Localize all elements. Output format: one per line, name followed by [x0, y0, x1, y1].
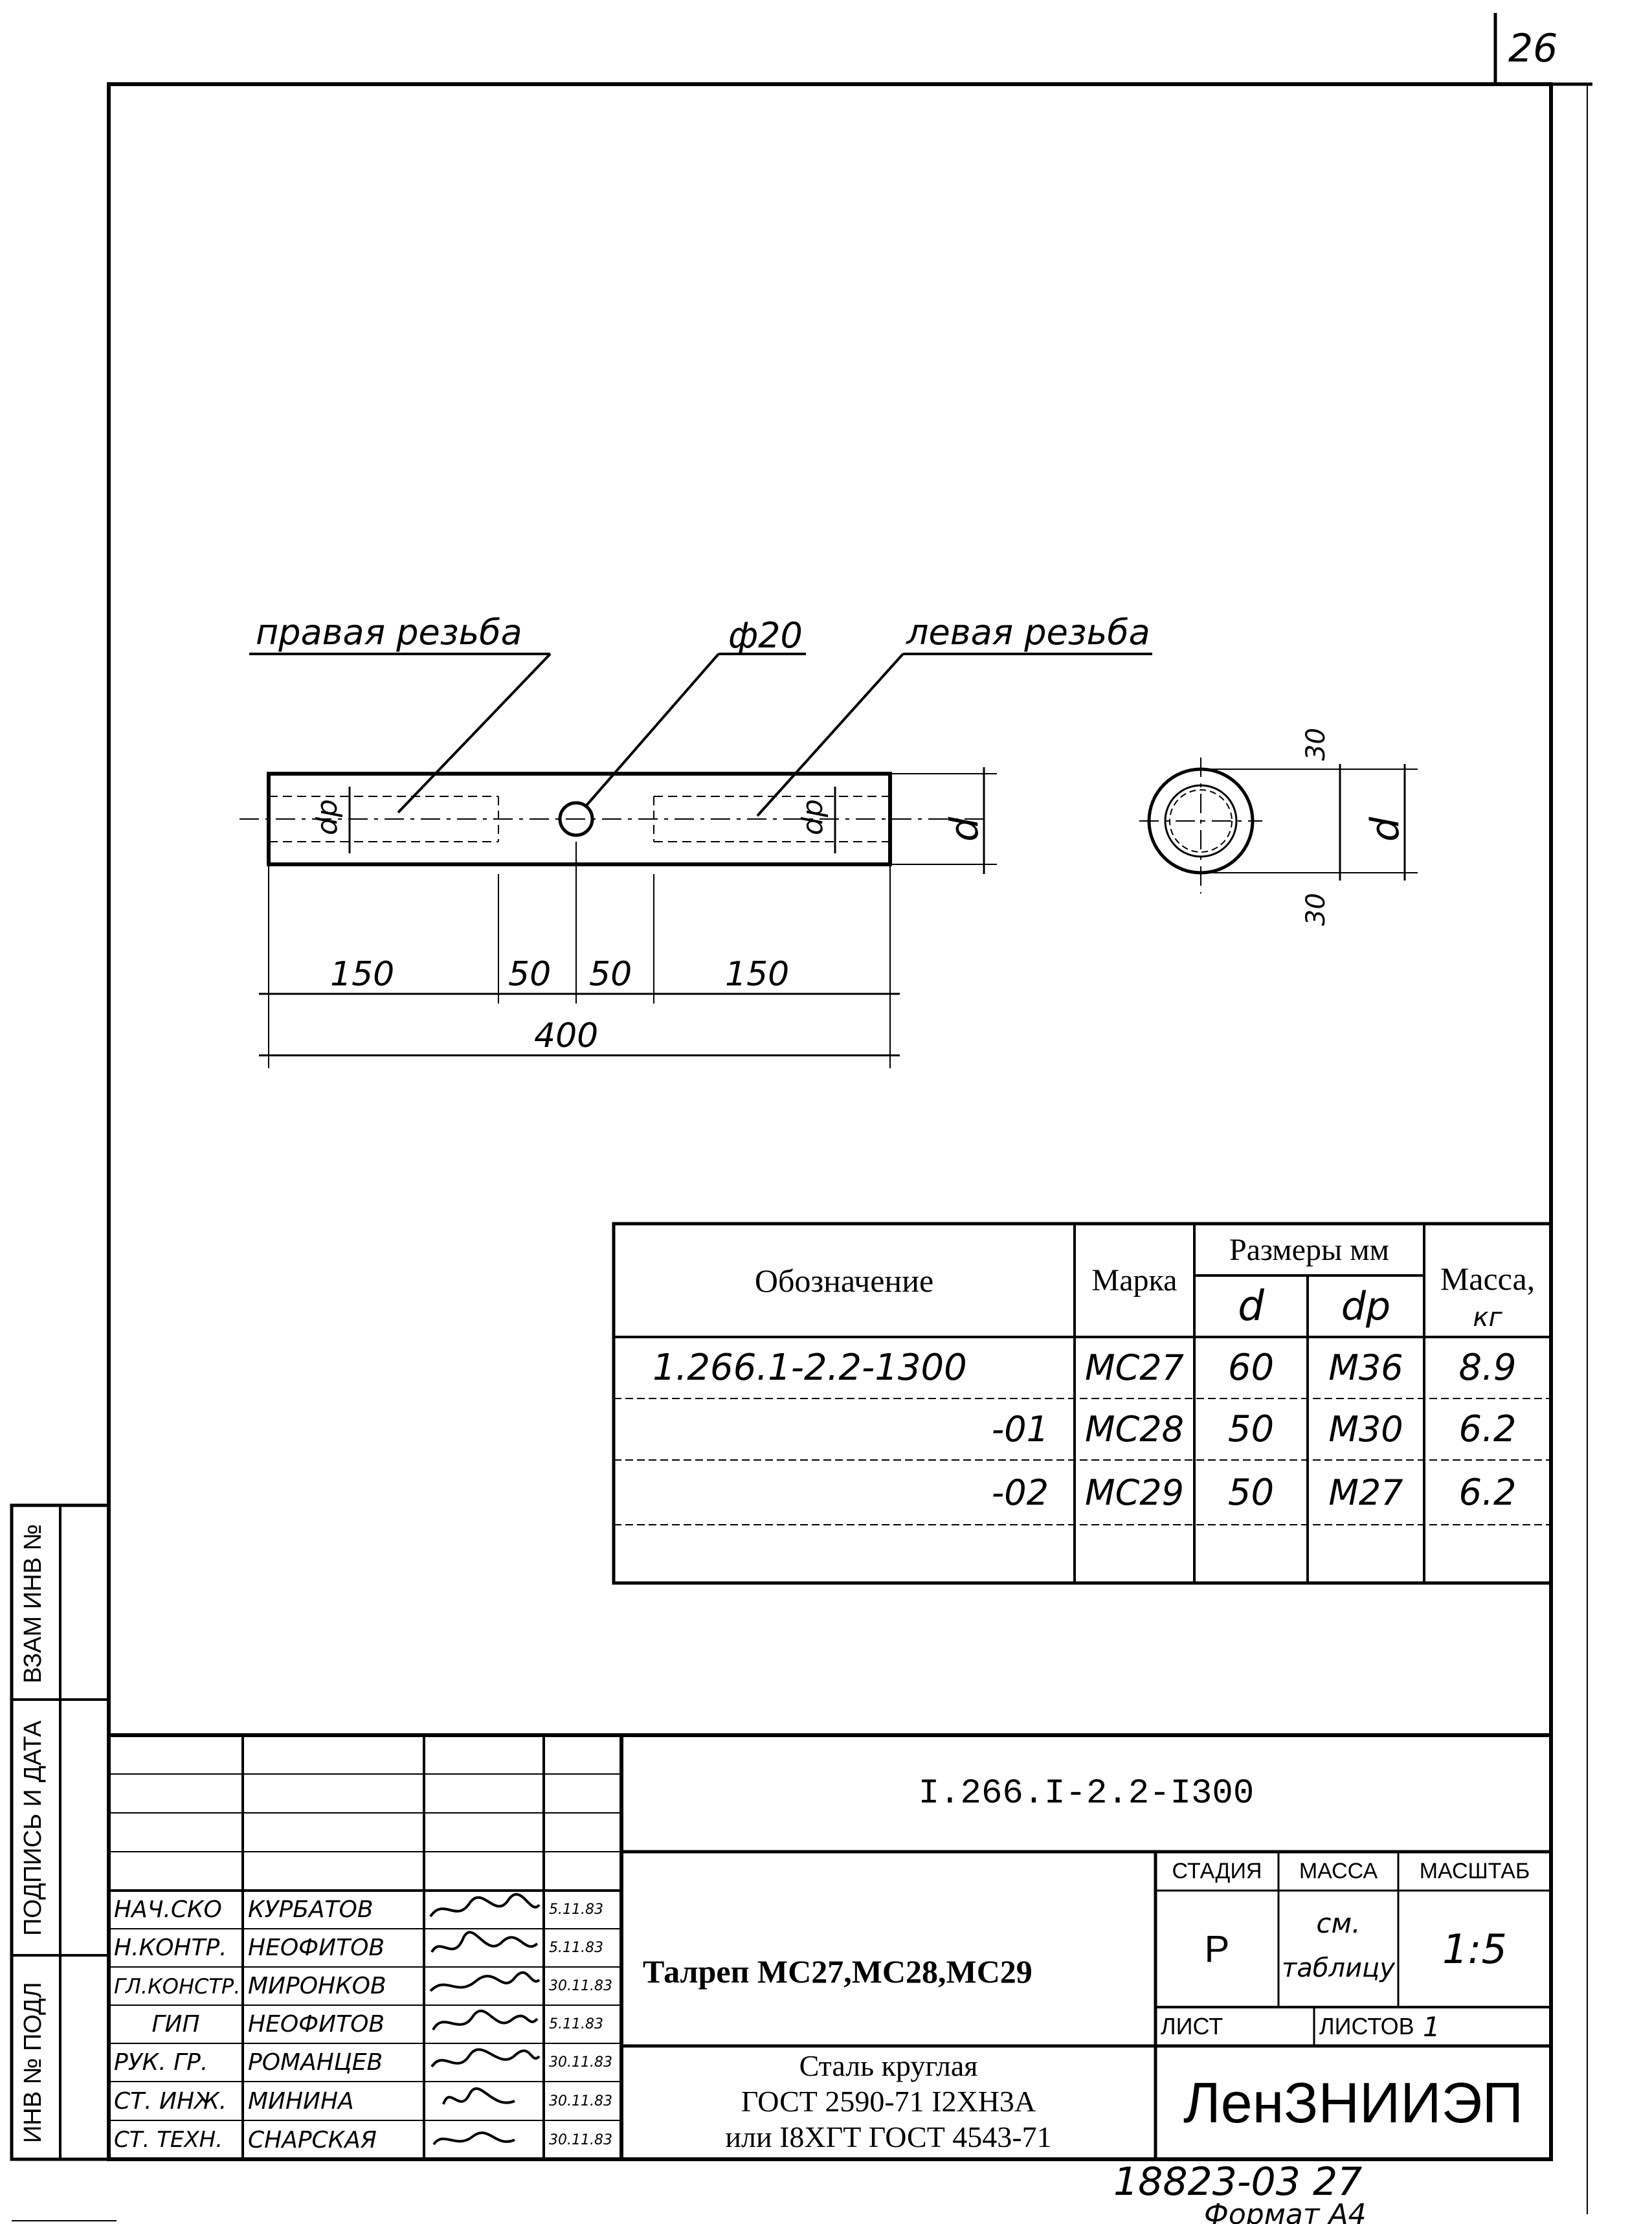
sig-name: СНАРСКАЯ [248, 2126, 377, 2153]
organization: ЛенЗНИИЭП [1183, 2070, 1523, 2135]
row-d: 60 [1227, 1347, 1275, 1389]
dim-50-left: 50 [508, 955, 552, 994]
sig-name: НЕОФИТОВ [248, 2011, 385, 2038]
stage-value: Р [1204, 1927, 1230, 1970]
row-mass: 8.9 [1458, 1347, 1517, 1389]
header-d: d [1238, 1282, 1264, 1331]
sig-date: 5.11.83 [549, 1902, 603, 1918]
sig-role: ГИП [151, 2011, 200, 2038]
leader-right-thread: правая резьба [256, 612, 522, 653]
header-mass-unit: кг [1473, 1303, 1502, 1332]
sig-role: Н.КОНТР. [114, 1935, 227, 1961]
header-designation: Обозначение [754, 1262, 934, 1299]
row-designation: 1.266.1-2.2-1300 [653, 1347, 967, 1389]
sheets-value: 1 [1423, 2010, 1440, 2043]
material-line2: ГОСТ 2590-71 I2ХН3А [741, 2084, 1036, 2118]
doc-code: I.266.I-2.2-I300 [918, 1773, 1255, 1814]
row-designation: -01 [991, 1409, 1049, 1450]
dim-400: 400 [534, 1017, 599, 1055]
sig-name: РОМАНЦЕВ [248, 2049, 383, 2076]
leader-left-thread: левая резьба [906, 612, 1150, 653]
row-d: 50 [1227, 1408, 1275, 1450]
footer-code: 18823-03 27 [1113, 2159, 1363, 2205]
leader-hole-diameter: ф20 [728, 615, 803, 656]
sig-date: 5.11.83 [549, 2016, 603, 2032]
sig-name: КУРБАТОВ [248, 1896, 374, 1923]
sig-date: 30.11.83 [549, 2054, 612, 2071]
row-mark: МС27 [1084, 1347, 1184, 1388]
drawing-title: Талреп МС27,МС28,МС29 [643, 1953, 1032, 1990]
sig-date: 5.11.83 [549, 1940, 603, 1956]
row-designation: -02 [991, 1472, 1049, 1513]
sig-role: СТ. ИНЖ. [114, 2087, 227, 2115]
mass-label: МАССА [1299, 1858, 1378, 1883]
row-d: 50 [1227, 1471, 1275, 1514]
scale-label: МАСШТАБ [1419, 1858, 1530, 1883]
row-mass: 6.2 [1458, 1471, 1517, 1514]
header-mark: Марка [1091, 1263, 1178, 1297]
mass-value-1: см. [1316, 1907, 1361, 1939]
sig-name: МИНИНА [248, 2087, 354, 2115]
material-line1: Сталь круглая [799, 2049, 978, 2082]
dim-150-right: 150 [725, 955, 790, 994]
sig-role: НАЧ.СКО [114, 1896, 222, 1923]
row-dp: М30 [1328, 1409, 1403, 1450]
sig-role: ГЛ.КОНСТР. [114, 1973, 241, 1999]
header-sizes: Размеры мм [1229, 1232, 1389, 1267]
row-mark: МС28 [1084, 1409, 1184, 1450]
stage-label: СТАДИЯ [1172, 1858, 1262, 1883]
sig-role: СТ. ТЕХН. [114, 2127, 223, 2153]
sig-role: РУК. ГР. [114, 2049, 208, 2076]
sheet-label: ЛИСТ [1161, 2013, 1223, 2039]
sig-date: 30.11.83 [549, 2093, 612, 2109]
mass-value-2: таблицу [1282, 1953, 1395, 1983]
sheets-label: ЛИСТОВ [1319, 2013, 1414, 2039]
dim-150-left: 150 [330, 955, 395, 994]
signature-scribbles [429, 1893, 541, 2146]
header-mass: Масса, [1440, 1261, 1535, 1297]
header-dp: dp [1341, 1283, 1391, 1329]
sig-name: НЕОФИТОВ [248, 1935, 385, 1961]
dim-50-right: 50 [589, 955, 632, 994]
row-mark: МС29 [1084, 1472, 1184, 1513]
row-dp: М36 [1328, 1347, 1403, 1388]
format-label: Формат А4 [1204, 2198, 1367, 2224]
page-number: 26 [1508, 26, 1558, 71]
row-dp: М27 [1328, 1472, 1403, 1513]
sig-date: 30.11.83 [549, 2131, 612, 2148]
sig-date: 30.11.83 [549, 1978, 612, 1994]
row-mass: 6.2 [1458, 1408, 1517, 1450]
scale-value: 1:5 [1442, 1925, 1507, 1973]
material-line3: или I8ХГТ ГОСТ 4543-71 [725, 2120, 1052, 2153]
sig-name: МИРОНКОВ [248, 1973, 386, 1999]
